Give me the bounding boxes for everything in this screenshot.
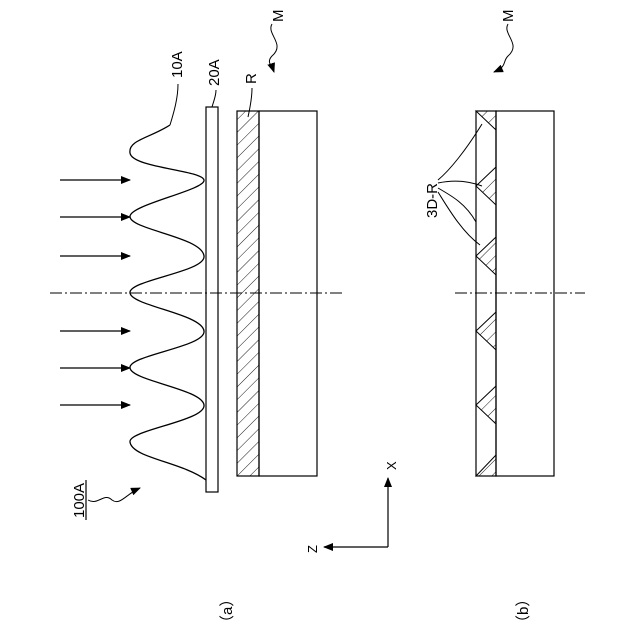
mask-plate-20A xyxy=(206,107,218,492)
label-20A: 20A xyxy=(206,59,223,86)
member-arrow-b xyxy=(494,24,513,72)
device-arrow-100A xyxy=(88,488,140,502)
label-M-a: M xyxy=(270,10,287,23)
resist-3d-peak xyxy=(476,386,496,424)
label-10A: 10A xyxy=(169,51,186,78)
resist-3d-peak xyxy=(476,237,496,275)
label-panel-b: （b） xyxy=(515,592,532,630)
label-R: R xyxy=(243,73,260,84)
label-100A: 100A xyxy=(71,483,88,518)
resist-3d-peak xyxy=(476,312,496,350)
coordinate-axes xyxy=(324,478,388,547)
substrate-a xyxy=(259,111,317,476)
axis-z-label: Z xyxy=(305,545,320,553)
resist-3d-peak xyxy=(476,111,496,130)
label-panel-a: （a） xyxy=(219,592,236,630)
panel-a: 10A 20A R M 100A （a） xyxy=(50,10,345,631)
leader-3D-R xyxy=(438,124,482,245)
member-arrow-a xyxy=(269,24,277,72)
label-3D-R: 3D-R xyxy=(424,183,441,218)
resist-3d-peak xyxy=(476,455,496,476)
panel-b: 3D-R M （b） xyxy=(424,10,585,631)
leader-20A xyxy=(212,90,216,107)
leader-10A xyxy=(170,84,178,125)
intensity-profile-10A xyxy=(130,125,206,480)
label-M-b: M xyxy=(500,10,517,23)
axis-x-label: X xyxy=(384,461,399,470)
resist-3d-peak xyxy=(476,167,496,205)
